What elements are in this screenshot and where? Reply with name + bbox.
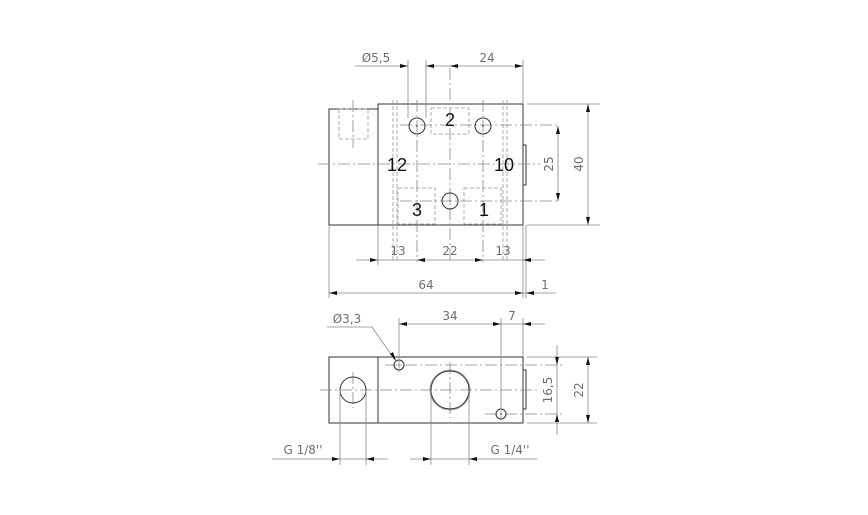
dim-total-length-64: 64 — [418, 278, 433, 292]
dim-seg-left-13: 13 — [390, 244, 405, 258]
mounting-hole — [441, 192, 459, 210]
dim-edge-offset-7: 7 — [508, 309, 516, 323]
dim-offset-1: 1 — [541, 278, 549, 292]
dim-hole-dia-5-5: Ø5,5 — [362, 51, 391, 65]
dim-thread-g14: G 1/4'' — [490, 443, 529, 457]
right-tab — [522, 144, 527, 186]
port-label-12: 12 — [387, 155, 407, 175]
dim-hole-dia-3-3: Ø3,3 — [333, 312, 362, 326]
dim-top-spacing-24: 24 — [479, 51, 494, 65]
side-view: Ø3,3 34 7 16,5 22 G 1/8'' G 1/4' — [272, 309, 597, 465]
dim-seg-mid-22: 22 — [442, 244, 457, 258]
port-label-1: 1 — [479, 200, 489, 220]
top-view: 2 12 10 3 1 Ø5,5 24 25 40 — [318, 51, 600, 298]
mounting-hole — [474, 117, 492, 135]
mounting-hole — [408, 117, 426, 135]
port-label-2: 2 — [445, 110, 455, 130]
dim-height-40: 40 — [572, 156, 586, 171]
dim-thread-g18: G 1/8'' — [283, 443, 322, 457]
port-label-10: 10 — [494, 155, 514, 175]
dim-hole-spacing-34: 34 — [442, 309, 457, 323]
left-fitting-outline — [328, 108, 379, 226]
left-fitting-hidden-thread — [338, 108, 369, 140]
port-label-3: 3 — [412, 200, 422, 220]
dim-vert-spacing-25: 25 — [542, 156, 556, 171]
dim-seg-right-13: 13 — [495, 244, 510, 258]
right-tab-side — [522, 369, 527, 410]
dim-vert-spacing-16-5: 16,5 — [541, 377, 555, 404]
dim-height-22: 22 — [572, 382, 586, 397]
